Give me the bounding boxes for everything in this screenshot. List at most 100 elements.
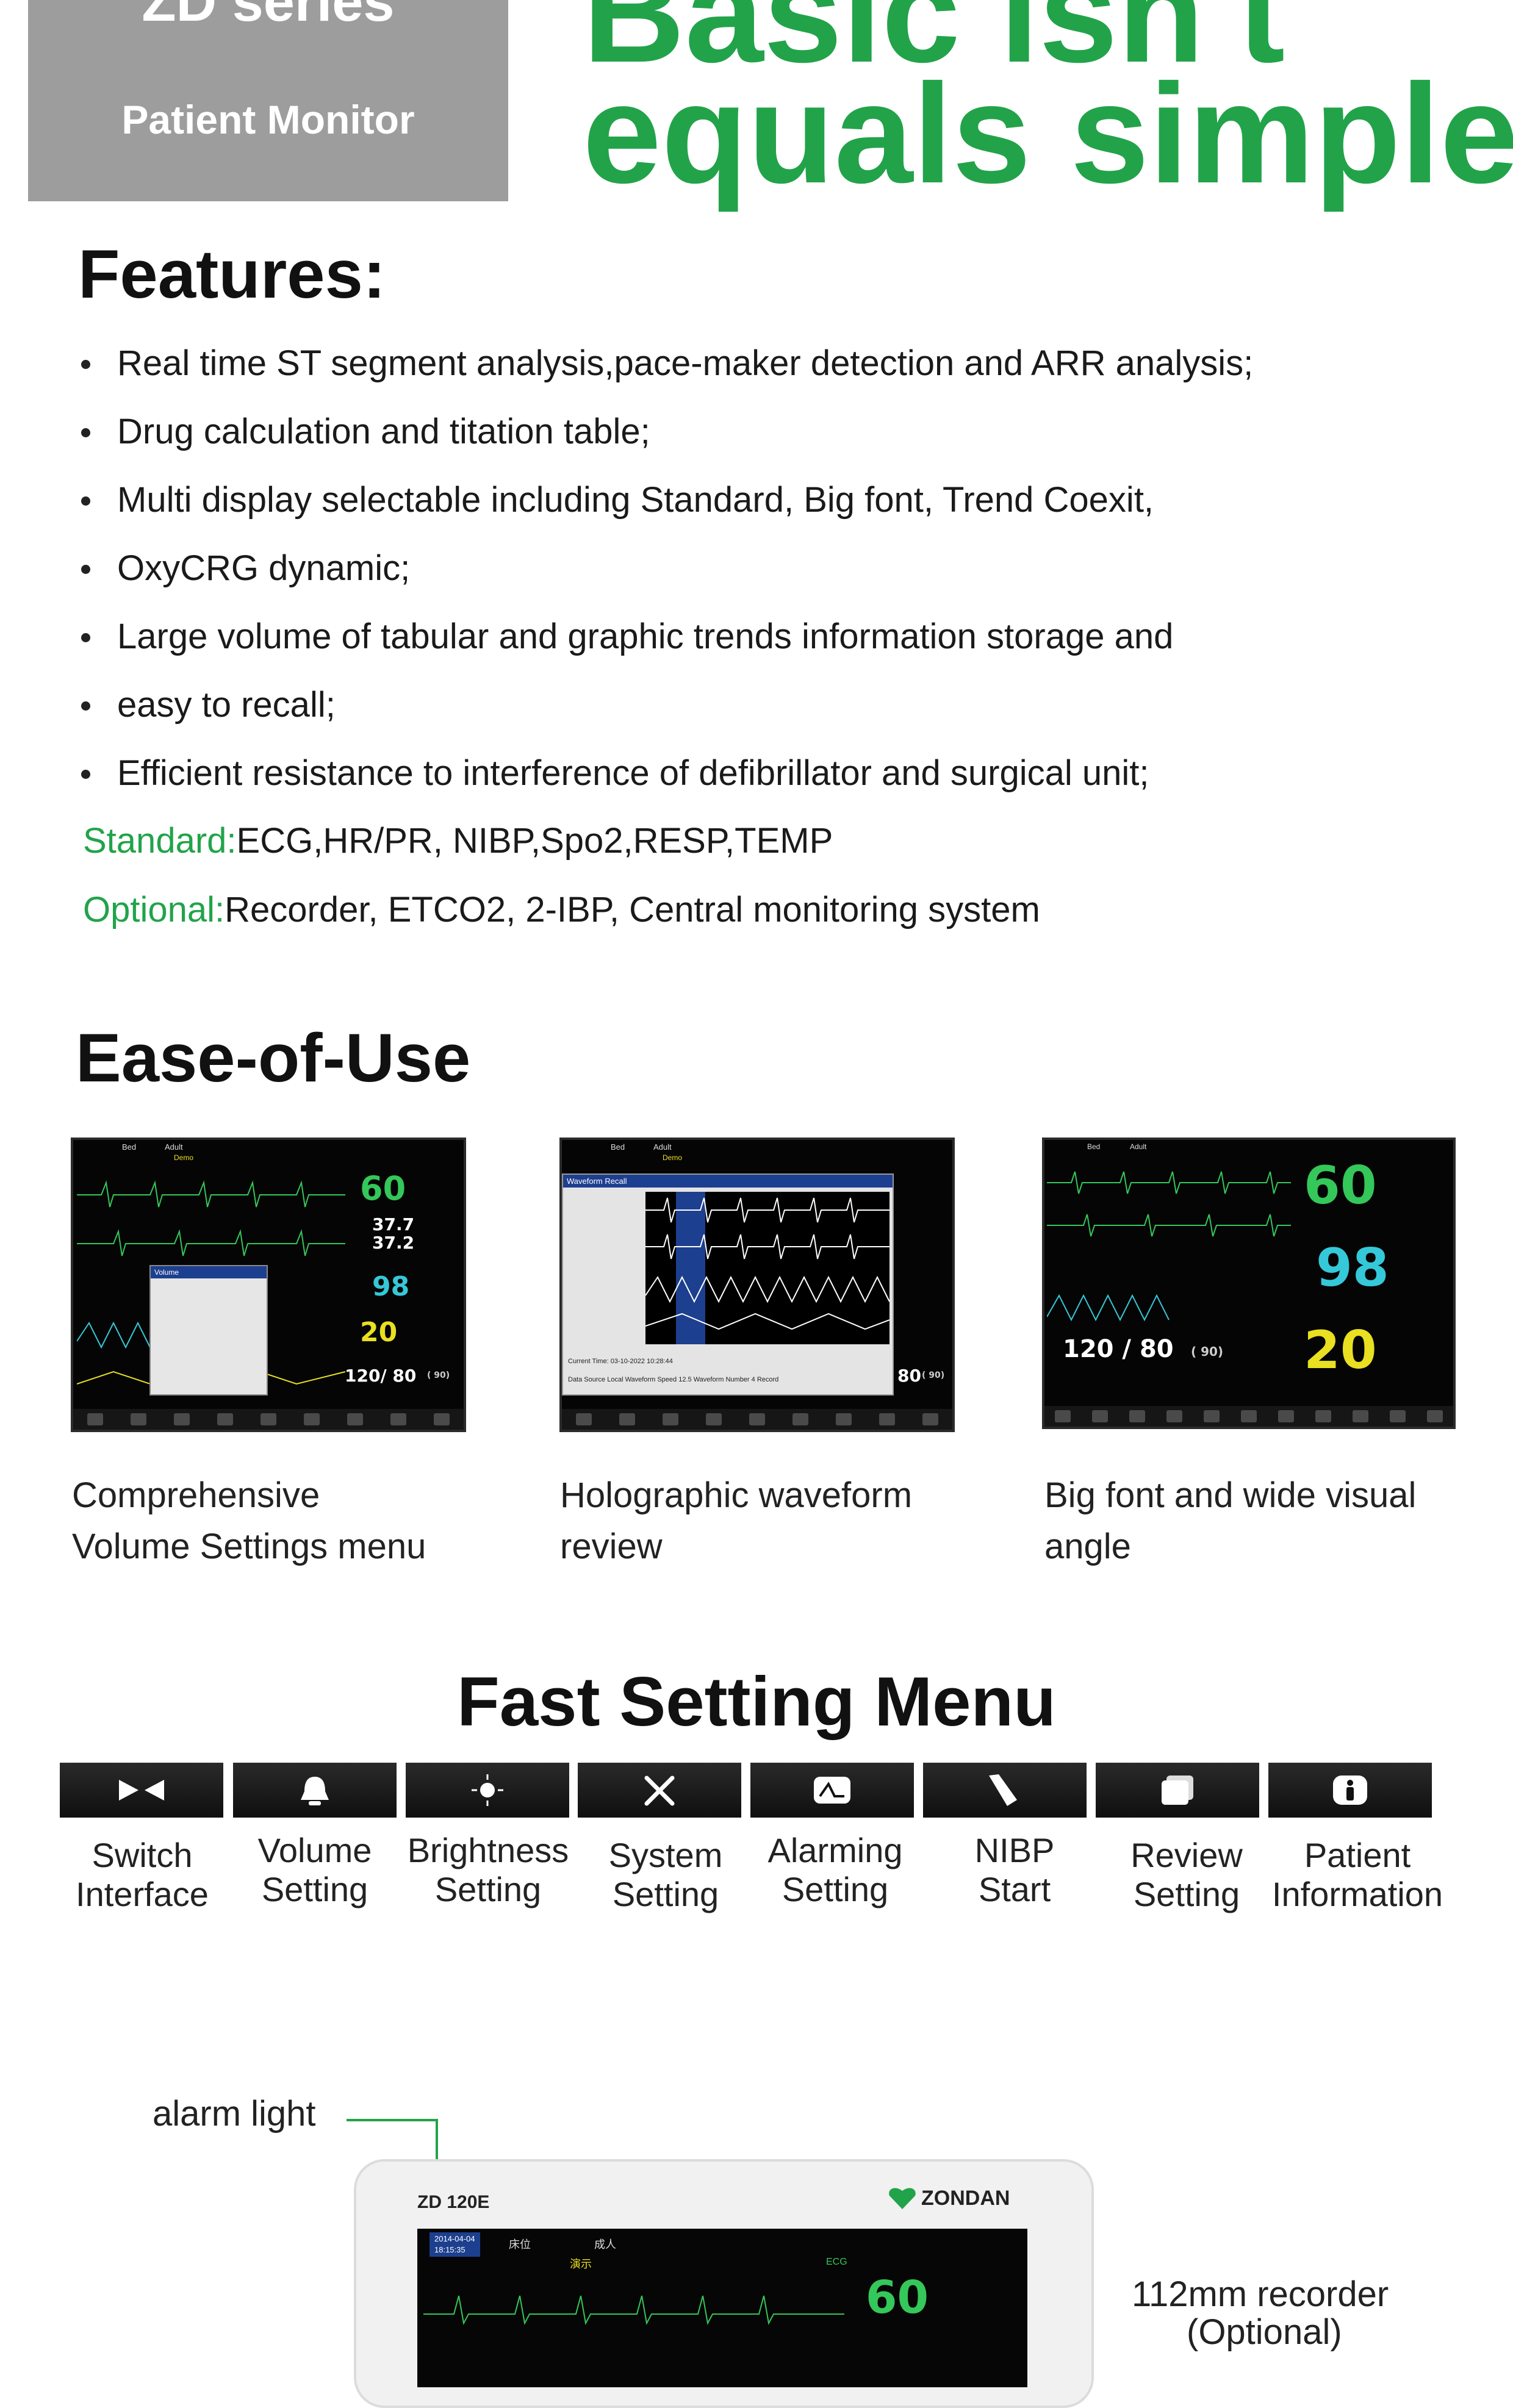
recall-waveform bbox=[645, 1192, 889, 1344]
switch-interface-button[interactable] bbox=[60, 1763, 223, 1818]
device-brand: ZONDAN bbox=[887, 2185, 1010, 2212]
zondan-logo-icon bbox=[889, 2188, 916, 2209]
menu-label-system: System Setting bbox=[608, 1836, 723, 1913]
device-bed: 床位 bbox=[509, 2238, 531, 2251]
feature-item: Drug calculation and titation table; bbox=[78, 398, 1469, 466]
bed-label: Bed bbox=[122, 1142, 137, 1152]
features-title: Features: bbox=[78, 236, 386, 312]
nibp-value: 120 / 80 bbox=[1063, 1335, 1174, 1363]
review-icon bbox=[1162, 1776, 1193, 1805]
caption-waveform: Holographic waveform review bbox=[560, 1475, 913, 1566]
bell-icon bbox=[301, 1777, 329, 1805]
recorder-callout: 112mm recorder bbox=[1132, 2274, 1389, 2314]
alarm-light-callout: alarm light bbox=[153, 2094, 316, 2134]
menu-label-volume: Volume Setting bbox=[257, 1831, 372, 1908]
series-badge: ZD series Patient Monitor bbox=[28, 0, 508, 201]
temp2-value: 37.2 bbox=[372, 1233, 415, 1253]
recall-time: Current Time: 03-10-2022 10:28:44 bbox=[568, 1358, 673, 1365]
device-demo: 演示 bbox=[570, 2258, 592, 2270]
device-model: ZD 120E bbox=[417, 2192, 490, 2212]
fast-menu-title: Fast Setting Menu bbox=[457, 1663, 1056, 1741]
brightness-setting-button[interactable] bbox=[406, 1763, 569, 1818]
waveform-area bbox=[1047, 1171, 1291, 1322]
features-list: Real time ST segment analysis,pace-maker… bbox=[78, 329, 1469, 808]
menu-label-brightness: Brightness Setting bbox=[407, 1831, 569, 1908]
menu-label-patient: Patient Information bbox=[1271, 1836, 1443, 1913]
device-adult: 成人 bbox=[594, 2238, 616, 2251]
alarming-setting-button[interactable] bbox=[750, 1763, 914, 1818]
standard-key: Standard: bbox=[83, 821, 237, 861]
monitor-soft-keys bbox=[73, 1409, 464, 1430]
recall-fields[interactable]: Data Source Local Waveform Speed 12.5 Wa… bbox=[568, 1376, 779, 1383]
feature-item: Real time ST segment analysis,pace-maker… bbox=[78, 329, 1469, 398]
brightness-icon bbox=[472, 1774, 503, 1806]
feature-item: Large volume of tabular and graphic tren… bbox=[78, 603, 1469, 671]
patient-type: Adult bbox=[653, 1142, 672, 1152]
review-setting-button[interactable] bbox=[1096, 1763, 1259, 1818]
caption-volume: Comprehensive Volume Settings menu bbox=[72, 1475, 426, 1566]
dialog-title: Waveform Recall bbox=[563, 1175, 893, 1188]
spo2-value: 98 bbox=[372, 1271, 410, 1302]
alarm-light-leader bbox=[347, 2119, 438, 2174]
optional-line: Optional:Recorder, ETCO2, 2-IBP, Central… bbox=[83, 889, 1040, 930]
caption-big-font: Big font and wide visual angle bbox=[1044, 1475, 1417, 1566]
hr-value: 60 bbox=[360, 1169, 406, 1208]
resp-value: 20 bbox=[1304, 1320, 1377, 1381]
recorder-callout-optional: (Optional) bbox=[1187, 2312, 1342, 2352]
menu-label-review: Review Setting bbox=[1130, 1836, 1243, 1913]
map-value: ( 90) bbox=[922, 1371, 945, 1380]
screenshot-big-font: Bed Adult 60 98 20 120 / 80 ( 90) bbox=[1042, 1138, 1456, 1429]
menu-label-alarming: Alarming Setting bbox=[767, 1831, 903, 1908]
nibp-value: 120/ 80 bbox=[345, 1366, 417, 1386]
map-value: ( 90) bbox=[1191, 1344, 1224, 1359]
feature-item: OxyCRG dynamic; bbox=[78, 534, 1469, 603]
monitor-status-bar: Bed Adult Demo bbox=[562, 1140, 952, 1164]
product-name: Patient Monitor bbox=[121, 97, 415, 142]
dialog-title: Volume bbox=[151, 1266, 267, 1278]
resp-value: 20 bbox=[360, 1317, 398, 1348]
device-ecg-wave bbox=[423, 2295, 844, 2326]
nibp-start-button[interactable] bbox=[923, 1763, 1087, 1818]
screenshot-volume-settings: Bed Adult Demo Volume 60 37.7 37.2 98 20… bbox=[71, 1138, 466, 1432]
menu-label-switch: Switch Interface bbox=[76, 1836, 209, 1913]
temp1-value: 37.7 bbox=[372, 1214, 415, 1234]
feature-item: Efficient resistance to interference of … bbox=[78, 739, 1469, 808]
alarm-setting-icon bbox=[814, 1777, 850, 1804]
optional-value: Recorder, ETCO2, 2-IBP, Central monitori… bbox=[225, 890, 1040, 930]
device-hr-value: 60 bbox=[866, 2271, 929, 2324]
volume-setting-button[interactable] bbox=[233, 1763, 397, 1818]
volume-dialog[interactable]: Volume bbox=[149, 1265, 268, 1396]
standard-line: Standard:ECG,HR/PR, NIBP,Spo2,RESP,TEMP bbox=[83, 820, 833, 861]
switch-interface-icon bbox=[119, 1780, 164, 1801]
patient-type: Adult bbox=[1130, 1142, 1147, 1151]
bed-label: Bed bbox=[611, 1142, 625, 1152]
hr-value: 60 bbox=[1304, 1155, 1377, 1216]
ease-title: Ease-of-Use bbox=[76, 1020, 471, 1096]
series-title: ZD series bbox=[142, 0, 395, 33]
nibp-icon bbox=[989, 1774, 1017, 1806]
hero-line-1: Basic isn't bbox=[583, 0, 1285, 92]
spo2-value: 98 bbox=[1316, 1238, 1389, 1299]
patient-type: Adult bbox=[165, 1142, 183, 1152]
feature-item: easy to recall; bbox=[78, 671, 1469, 739]
standard-value: ECG,HR/PR, NIBP,Spo2,RESP,TEMP bbox=[236, 821, 833, 861]
optional-key: Optional: bbox=[83, 890, 225, 930]
tools-icon bbox=[644, 1776, 675, 1806]
system-setting-button[interactable] bbox=[578, 1763, 741, 1818]
menu-label-nibp: NIBP Start bbox=[974, 1831, 1055, 1908]
patient-information-button[interactable] bbox=[1268, 1763, 1432, 1818]
map-value: ( 90) bbox=[427, 1371, 450, 1380]
hero-line-2: equals simple bbox=[583, 55, 1513, 213]
monitor-status-bar: Bed Adult Demo bbox=[73, 1140, 464, 1164]
monitor-soft-keys bbox=[1044, 1406, 1453, 1427]
monitor-soft-keys bbox=[562, 1409, 952, 1430]
patient-info-icon bbox=[1333, 1776, 1367, 1805]
demo-label: Demo bbox=[663, 1153, 683, 1162]
device-ecg-label: ECG bbox=[826, 2257, 847, 2267]
bed-label: Bed bbox=[1087, 1142, 1101, 1151]
waveform-recall-dialog[interactable]: Waveform Recall Current Time: 03-10-2022… bbox=[562, 1174, 894, 1396]
nibp-value: 80 bbox=[897, 1366, 921, 1386]
